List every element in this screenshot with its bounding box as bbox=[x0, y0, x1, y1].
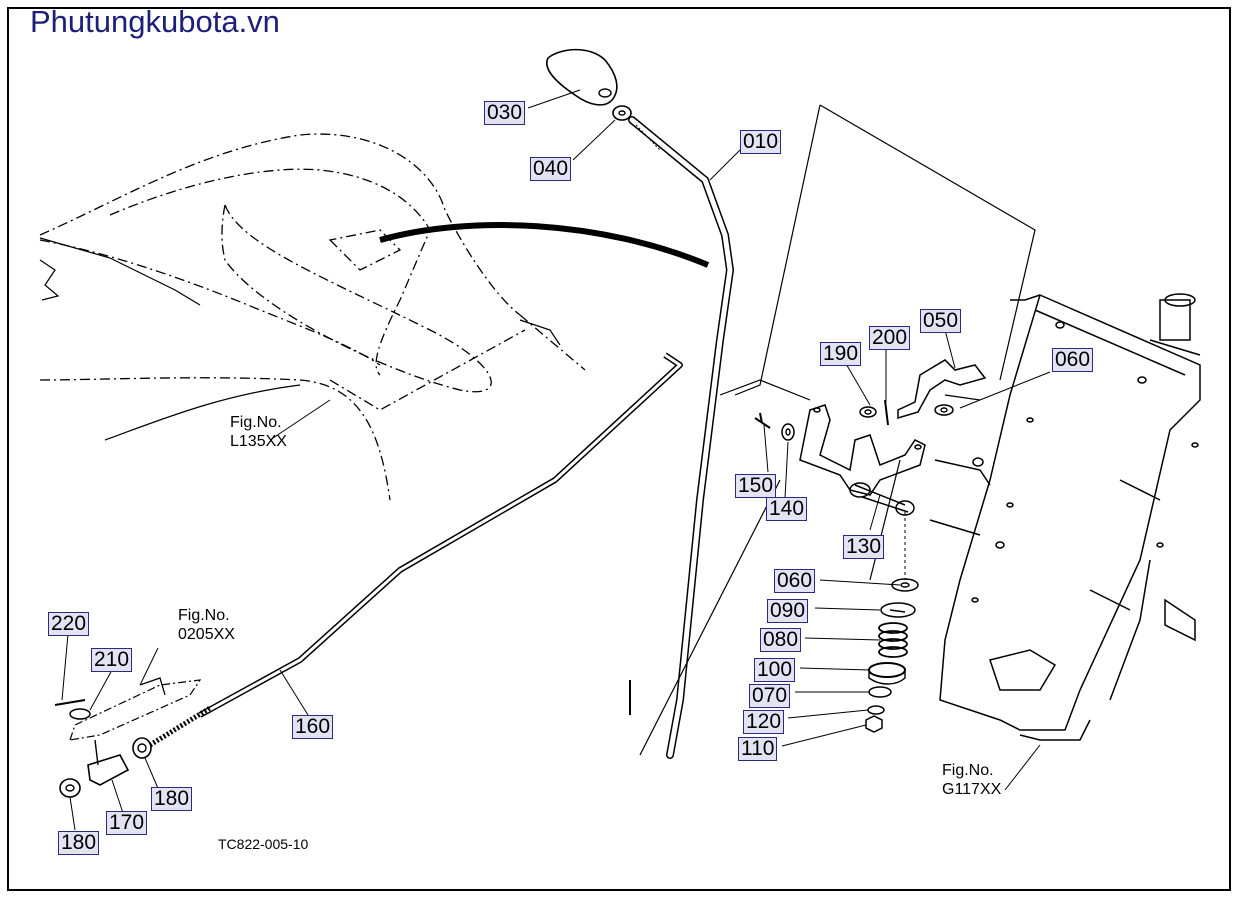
callout-010[interactable]: 010 bbox=[740, 130, 782, 154]
pin-220 bbox=[54, 699, 86, 706]
callout-150[interactable]: 150 bbox=[735, 474, 777, 498]
collar-100 bbox=[868, 662, 906, 678]
callout-220[interactable]: 220 bbox=[48, 612, 90, 636]
nut-040 bbox=[612, 105, 632, 121]
callout-170[interactable]: 170 bbox=[106, 811, 148, 835]
callout-210[interactable]: 210 bbox=[91, 648, 133, 672]
washer-140 bbox=[781, 423, 795, 441]
clip-210 bbox=[69, 708, 91, 720]
drawing-code: TC822-005-10 bbox=[218, 836, 309, 852]
pivot-plate bbox=[719, 104, 1036, 581]
joint-170 bbox=[87, 754, 130, 786]
figref-hood[interactable]: Fig.No. L135XX bbox=[230, 413, 287, 451]
nut-110 bbox=[865, 715, 883, 733]
callout-090[interactable]: 090 bbox=[767, 599, 809, 623]
washer-060-top bbox=[934, 404, 954, 416]
control-rod bbox=[198, 352, 683, 718]
callout-180-right[interactable]: 180 bbox=[151, 787, 193, 811]
hood-cable bbox=[379, 222, 710, 268]
spring-080 bbox=[878, 622, 908, 658]
frame bbox=[929, 293, 1201, 741]
callout-190[interactable]: 190 bbox=[820, 342, 862, 366]
callout-060-bottom[interactable]: 060 bbox=[774, 569, 816, 593]
callout-070[interactable]: 070 bbox=[749, 684, 791, 708]
callout-120[interactable]: 120 bbox=[743, 710, 785, 734]
callout-180-left[interactable]: 180 bbox=[58, 831, 100, 855]
site-title[interactable]: Phutungkubota.vn bbox=[30, 4, 280, 39]
pin-150 bbox=[754, 412, 771, 429]
callout-200[interactable]: 200 bbox=[869, 326, 911, 350]
callout-080[interactable]: 080 bbox=[760, 628, 802, 652]
washer-090 bbox=[880, 602, 916, 618]
bracket-0205 bbox=[69, 679, 202, 741]
nut-180-right bbox=[132, 737, 152, 759]
leader-lines bbox=[61, 89, 1051, 831]
nut-180-left bbox=[59, 778, 81, 798]
figref-frame[interactable]: Fig.No. G117XX bbox=[942, 761, 1001, 799]
washer-070 bbox=[868, 686, 892, 698]
figref-frame-line1: Fig.No. bbox=[942, 762, 994, 779]
callout-140[interactable]: 140 bbox=[766, 497, 808, 521]
callout-130[interactable]: 130 bbox=[843, 535, 885, 559]
hood-outline bbox=[39, 133, 586, 501]
callout-040[interactable]: 040 bbox=[530, 157, 572, 181]
figref-bracket-line1: Fig.No. bbox=[178, 607, 230, 624]
drawing-border bbox=[7, 7, 1231, 891]
callout-100[interactable]: 100 bbox=[754, 658, 796, 682]
plate-050 bbox=[897, 359, 987, 420]
washer-190 bbox=[859, 406, 877, 418]
callout-030[interactable]: 030 bbox=[484, 101, 526, 125]
pin-200 bbox=[884, 399, 889, 426]
knob-shape bbox=[546, 48, 618, 106]
bracket-130 bbox=[799, 404, 926, 516]
figref-bracket[interactable]: Fig.No. 0205XX bbox=[178, 606, 235, 644]
washer-120 bbox=[867, 705, 885, 715]
callout-110[interactable]: 110 bbox=[738, 737, 778, 761]
figref-hood-line1: Fig.No. bbox=[230, 414, 282, 431]
figref-frame-line2: G117XX bbox=[942, 781, 1002, 798]
callout-160[interactable]: 160 bbox=[292, 715, 334, 739]
callout-060-top[interactable]: 060 bbox=[1052, 348, 1094, 372]
figref-bracket-line2: 0205XX bbox=[178, 626, 235, 643]
callout-050[interactable]: 050 bbox=[920, 309, 962, 333]
figref-hood-line2: L135XX bbox=[230, 433, 287, 450]
